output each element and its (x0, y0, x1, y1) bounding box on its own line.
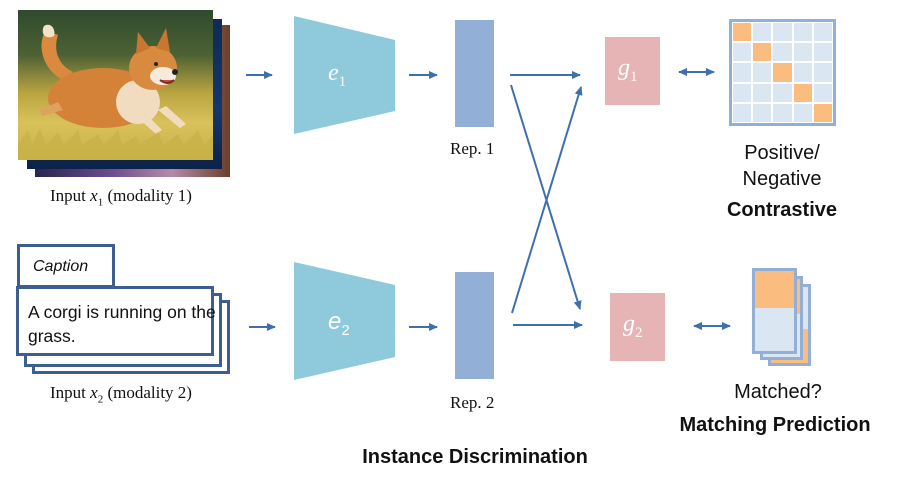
matrix-cell-negative (733, 63, 752, 82)
contrastive-output-line2: Negative (742, 168, 822, 190)
head1-var: g (618, 55, 630, 81)
corgi-image (18, 10, 213, 160)
matrix-cell-negative (793, 103, 812, 122)
head1-sub: 1 (630, 68, 638, 85)
corgi-illustration (18, 24, 213, 160)
input1-var: x (90, 186, 98, 205)
contrastive-title: Contrastive (726, 199, 838, 221)
encoder1-sub: 1 (338, 73, 347, 90)
caption-tab: Caption (17, 244, 115, 288)
arrow-rep1-to-head2 (510, 84, 582, 310)
matrix-cell-positive (813, 103, 832, 122)
input1-label-suffix: (modality 1) (103, 186, 192, 205)
input2-var: x (90, 383, 98, 402)
input2-label-suffix: (modality 2) (103, 383, 192, 402)
rep2-label: Rep. 2 (450, 393, 495, 412)
matrix-cell-negative (773, 43, 792, 62)
matrix-cell-negative (753, 103, 772, 122)
matching-output-label: Matched? (734, 381, 822, 403)
caption-text: A corgi is running on the grass. (28, 302, 216, 346)
caption-card-front: A corgi is running on the grass. (16, 286, 216, 356)
head2-label: g2 (623, 311, 643, 342)
head2-var: g (623, 311, 635, 337)
input1-image-stack (18, 10, 232, 178)
matrix-cell-negative (793, 43, 812, 62)
rep1-label: Rep. 1 (450, 139, 495, 158)
matrix-cell-negative (753, 23, 772, 42)
head1-box: g1 (605, 37, 660, 105)
matrix-cell-positive (773, 63, 792, 82)
matrix-cell-negative (773, 103, 792, 122)
head2-box: g2 (610, 293, 665, 361)
matrix-cell-negative (813, 43, 832, 62)
input2-label-prefix: Input (50, 383, 91, 402)
head1-label: g1 (618, 55, 638, 86)
matrix-cell-positive (733, 23, 752, 42)
input1-label-prefix: Input (50, 186, 91, 205)
matching-title: Matching Prediction (679, 414, 871, 436)
figure-title: Instance Discrimination (362, 446, 588, 468)
matrix-cell-negative (733, 103, 752, 122)
matrix-cell-negative (753, 83, 772, 102)
input2-sub: 2 (97, 393, 104, 406)
matrix-cell-negative (733, 43, 752, 62)
matrix-cell-positive (793, 83, 812, 102)
matrix-cell-negative (753, 63, 772, 82)
input1-label: Input x1 (modality 1) (50, 186, 192, 208)
arrow-rep2-to-head1 (511, 86, 583, 314)
rep1-bar (455, 20, 494, 127)
encoder2-label: e2 (328, 308, 350, 339)
encoder2-sub: 2 (341, 321, 350, 339)
input1-sub: 1 (97, 196, 104, 209)
encoder2-var: e (328, 308, 342, 335)
input2-label: Input x2 (modality 2) (50, 383, 192, 405)
matrix-cell-negative (813, 63, 832, 82)
caption-tab-label: Caption (33, 258, 89, 275)
matrix-cell-negative (773, 23, 792, 42)
encoder1-label: e1 (328, 60, 346, 91)
matrix-cell-negative (793, 23, 812, 42)
matrix-cell-negative (793, 63, 812, 82)
matrix-cell-negative (813, 83, 832, 102)
encoder1-var: e (328, 60, 339, 86)
matrix-cell-negative (733, 83, 752, 102)
contrastive-output-line1: Positive/ (744, 142, 820, 164)
rep2-bar (455, 272, 494, 379)
matrix-cell-negative (773, 83, 792, 102)
contrastive-matrix (729, 19, 836, 126)
matrix-cell-negative (813, 23, 832, 42)
matrix-cell-positive (753, 43, 772, 62)
head2-sub: 2 (635, 324, 643, 341)
matching-card-front (752, 268, 797, 354)
